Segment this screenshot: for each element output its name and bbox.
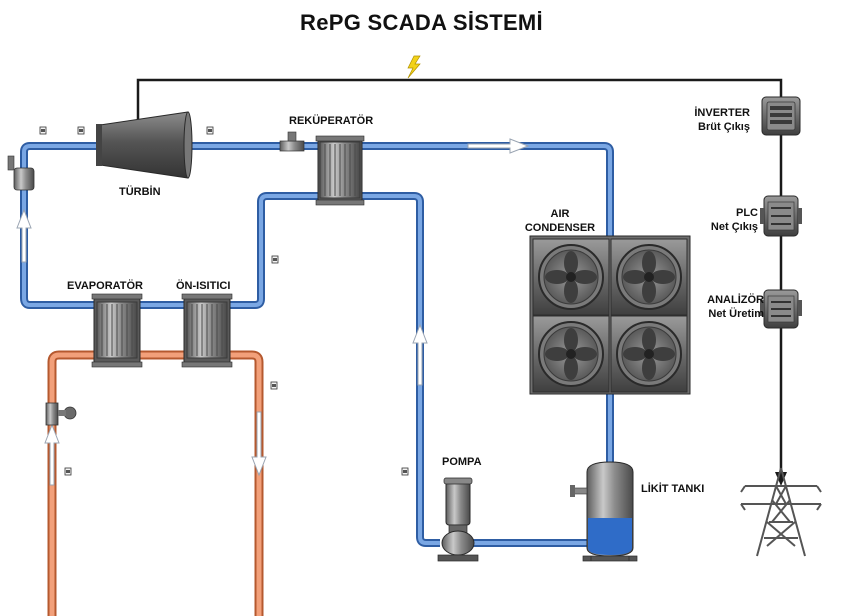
- plc-label-line1: PLC: [736, 207, 758, 219]
- sensor-icon[interactable]: [77, 126, 85, 135]
- air-condenser-label-line2: CONDENSER: [524, 222, 596, 234]
- plc[interactable]: [760, 195, 802, 237]
- sensor-icon[interactable]: [39, 126, 47, 135]
- turbine[interactable]: [96, 111, 193, 179]
- plc-label: PLC Net Çıkış: [670, 206, 758, 234]
- working-fluid-pipes: [20, 142, 614, 547]
- fan-icon: [610, 315, 688, 393]
- lightning-icon: [407, 55, 421, 79]
- tank-liquid-level: [588, 518, 632, 555]
- inverter-label: İNVERTER Brüt Çıkış: [660, 106, 750, 134]
- inverter-label-line2: Brüt Çıkış: [698, 121, 750, 133]
- turbine-label: TÜRBİN: [119, 186, 161, 198]
- valve-icon[interactable]: [279, 131, 305, 152]
- liquid-tank[interactable]: [570, 461, 638, 562]
- preheater[interactable]: [181, 293, 233, 368]
- sensor-icon[interactable]: [401, 467, 409, 476]
- flow-arrow-up-source: [44, 423, 60, 486]
- sensor-icon[interactable]: [271, 255, 279, 264]
- flow-arrow-up-left: [16, 208, 32, 263]
- liquid-tank-label: LİKİT TANKI: [641, 483, 705, 495]
- inverter[interactable]: [761, 96, 801, 136]
- valve-icon[interactable]: [7, 155, 35, 191]
- flow-arrow-up-pump: [412, 323, 428, 386]
- pump[interactable]: [437, 477, 479, 562]
- air-condenser-label-line1: AIR: [550, 208, 570, 220]
- analyzer[interactable]: [760, 289, 802, 329]
- transmission-tower-icon: [740, 467, 822, 557]
- flowmeter-icon[interactable]: [45, 402, 77, 426]
- recuperator[interactable]: [315, 135, 365, 206]
- air-condenser[interactable]: [529, 235, 691, 395]
- sensor-icon[interactable]: [206, 126, 214, 135]
- recuperator-label: REKÜPERATÖR: [289, 115, 374, 127]
- page-title: RePG SCADA SİSTEMİ: [300, 10, 543, 35]
- flow-arrow-down-return: [251, 411, 267, 477]
- pump-label: POMPA: [442, 456, 482, 468]
- plc-label-line2: Net Çıkış: [710, 221, 758, 233]
- air-condenser-label: AIR CONDENSER: [510, 207, 610, 235]
- analyzer-label: ANALİZÖR Net Üretim: [670, 293, 764, 321]
- inverter-label-line1: İNVERTER: [694, 107, 750, 119]
- sensor-icon[interactable]: [270, 381, 278, 390]
- evaporator-label: EVAPORATÖR: [67, 280, 143, 292]
- sensor-icon[interactable]: [64, 467, 72, 476]
- analyzer-label-line2: Net Üretim: [708, 308, 764, 320]
- evaporator[interactable]: [91, 293, 143, 368]
- analyzer-label-line1: ANALİZÖR: [707, 294, 764, 306]
- flow-arrow-right-top: [467, 138, 530, 154]
- flow-arrows: [16, 138, 530, 486]
- heat-source-pipes: [47, 350, 264, 616]
- fan-icon: [532, 315, 610, 393]
- fan-icon: [532, 238, 610, 316]
- preheater-label: ÖN-ISITICI: [176, 280, 231, 292]
